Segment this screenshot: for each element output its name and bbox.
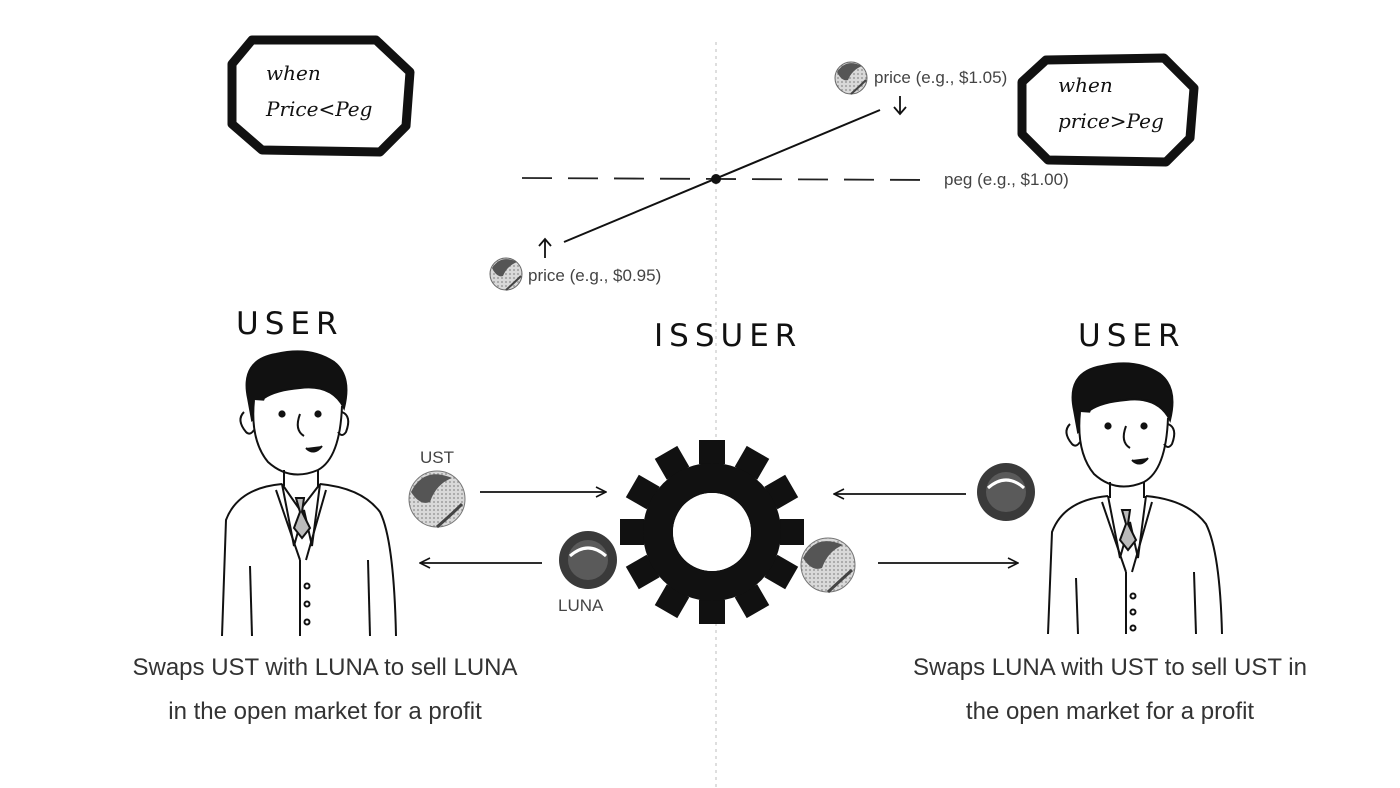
sign-left-line-2: Price<Peg [266,97,373,121]
luna-coin-left [559,531,617,589]
sign-right [1017,53,1199,167]
sign-left-text: when Price<Peg [232,56,392,164]
sign-right-line-1: when [1058,73,1113,97]
price-line [563,109,881,243]
ust-label: UST [420,448,454,467]
caption-left-line-2: in the open market for a profit [168,698,482,725]
sign-left-line-1: when [266,61,321,85]
price-high-label: price (e.g., $1.05) [874,68,1008,87]
ust-coin-right [800,537,856,594]
issuer-title: ISSUER [654,318,803,354]
peg-label: peg (e.g., $1.00) [944,170,1069,189]
caption-right-line-1: Swaps LUNA with UST to sell UST in [913,654,1307,681]
price-low-label: price (e.g., $0.95) [528,266,662,285]
luna-coin-right [977,463,1035,521]
user-right-title: USER [1078,318,1186,354]
caption-right: Swaps LUNA with UST to sell UST in the o… [900,646,1320,734]
sign-right-text: when price>Peg [1024,68,1184,176]
caption-right-line-2: the open market for a profit [965,698,1255,725]
price-down-arrow [893,96,907,116]
peg-point [711,174,721,184]
sign-right-line-2: price>Peg [1058,109,1164,133]
ust-coin-small-bottom [489,257,523,291]
user-left-title: USER [236,306,344,342]
user-left-figure [221,350,397,637]
ust-coin-small-top [834,61,868,95]
luna-label: LUNA [558,596,604,615]
caption-left: Swaps UST with LUNA to sell LUNA in the … [110,646,540,734]
issuer-gear-icon [620,440,804,624]
caption-left-line-1: Swaps UST with LUNA to sell LUNA [132,654,518,681]
sign-left [227,35,415,157]
peg-line [521,177,933,181]
user-right-figure [1047,362,1223,635]
ust-coin-left [408,470,466,529]
price-up-arrow [538,237,552,258]
